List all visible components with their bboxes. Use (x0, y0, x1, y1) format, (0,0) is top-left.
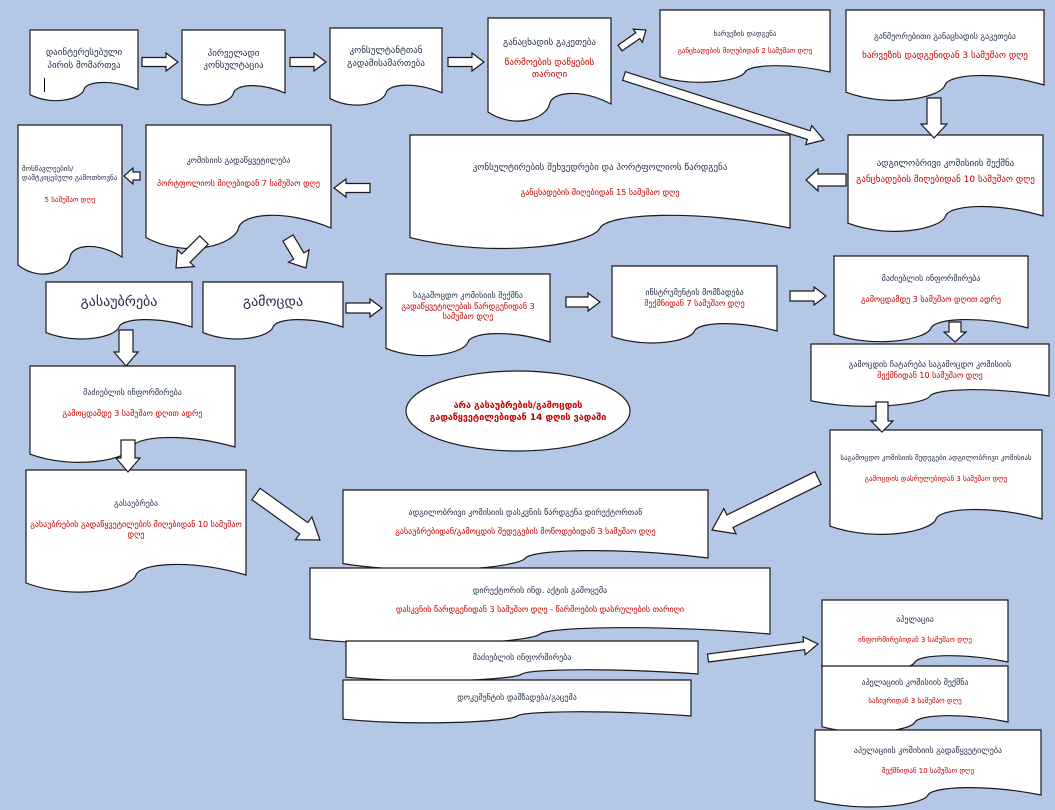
arrow-consultation-to-decision (333, 177, 371, 199)
node-appeal-commission: აპელაციის კომისიის შექმნა საჩივრიდან 3 ს… (861, 677, 969, 705)
node-applicant-request-shape (29, 29, 139, 102)
node-director-act: დირექტორის ინდ. აქტის გამოცემა დასკვნის … (395, 586, 685, 614)
node-application: განაცხადის გაკეთება წარმოების დაწყების თ… (502, 37, 597, 81)
arrow-repeat-to-commission (919, 97, 949, 139)
node-consultation-portfolio-shape (409, 134, 791, 250)
deadline-ellipse-shape (405, 370, 631, 452)
arrow-instrument-to-inform (789, 285, 827, 307)
arrow-application-to-deficiency (617, 28, 647, 52)
arrow-application-to-commission (621, 70, 826, 146)
node-commission-decision: კომისიის გადაწყვეტილება პორტფოლიოს მიღებ… (157, 156, 320, 188)
arrow-final-inform-to-appeal (706, 635, 820, 663)
node-exam-conduct: გამოცდის ჩატარება საგამოცდო კომისიის შექ… (848, 360, 1012, 380)
arrow-commission-to-consultation (805, 167, 847, 193)
node-local-commission-shape (847, 134, 1044, 232)
node-interview: გასაუბრება გასაუბრების გადაწყვეტილების მ… (30, 498, 242, 540)
node-document-issue-shape (342, 679, 692, 724)
arrow-exam-commission-to-instrument (565, 291, 601, 313)
arrow-decision-to-request (123, 166, 141, 186)
node-instrument-prep: ინსტრუმენტის მომზადება შექმნიდან 7 სამუშ… (644, 288, 745, 308)
node-conclusion-submission: ადგილობრივი კომისიის დასკვნის წარდგენა დ… (395, 508, 656, 536)
node-student-request: მოსწავლეების/დამტკიცებული გამოთხოვნა 5 ს… (22, 164, 118, 204)
arrow-conduct-to-results (869, 401, 895, 433)
node-consultation-portfolio: კონსულტირების შეხვედრები და პორტფოლიოს წ… (472, 163, 728, 198)
arrow-interview-to-inform (112, 329, 140, 367)
node-inform-exam: მაძიებლის ინფორმირება გამოცდამდე 3 სამუშ… (861, 274, 1001, 304)
node-student-request-shape (17, 124, 123, 275)
arrow-consultation-to-redirect (289, 51, 327, 73)
node-appeal-decision-shape (814, 729, 1042, 808)
deadline-ellipse: არა გასაუბრების/გამოცდის გადაწყვეტილებიდ… (429, 400, 607, 423)
node-appeal-decision: აპელაციის კომისიის გადაწყვეტილება შექმნი… (853, 745, 1003, 775)
node-repeat-application: განმეორებითი განაცხადის გაკეთება ხარვეზი… (862, 31, 1028, 62)
node-interview-choice-shape (45, 281, 193, 340)
arrow-inform-to-conduct (942, 321, 968, 343)
node-final-inform: მაძიებლის ინფორმირება (472, 652, 572, 662)
arrow-decision-to-interview (175, 234, 210, 269)
node-primary-consultation-shape (181, 29, 286, 106)
arrow-interview-to-submission (251, 487, 321, 541)
node-interview-choice: გასაუბრება (80, 293, 158, 310)
arrow-results-to-submission (711, 470, 822, 535)
node-document-issue: დოკუმენტის დამზადება/გაცემა (457, 692, 577, 702)
arrow-decision-to-exam (282, 234, 310, 269)
arrow-request-to-consultation (141, 51, 179, 73)
node-deficiency: ხარვეზის დადგენა განცხადების მიღებიდან 2… (677, 29, 813, 55)
node-exam-commission-shape (385, 273, 551, 357)
node-repeat-application-shape (845, 9, 1045, 101)
node-consultant-redirect: კონსულტანტთან გადამისამართება (347, 46, 425, 69)
text-cursor (44, 78, 45, 92)
arrow-inform-to-interview (114, 439, 142, 473)
node-consultant-redirect-shape (329, 27, 443, 106)
node-interview-shape (25, 469, 247, 593)
arrow-redirect-to-application (447, 51, 485, 73)
node-exam-conduct-shape (810, 343, 1050, 407)
node-exam-results-shape (829, 429, 1043, 535)
node-instrument-prep-shape (611, 265, 778, 344)
arrow-exam-to-exam-commission (345, 297, 383, 319)
node-exam-choice-shape (202, 281, 344, 340)
node-application-shape (487, 17, 612, 122)
node-exam-commission: საგამოცდო კომისიის შექმნა გადაწყვეტილები… (401, 290, 535, 322)
node-inform-interview: მაძიებლის ინფორმირება გამოცდამდე 3 სამუშ… (62, 388, 203, 418)
node-primary-consultation: პირველადი კონსულტაცია (203, 48, 264, 71)
node-applicant-request: დაინტერესებული პირის მომართვა (45, 48, 123, 71)
node-exam-choice: გამოცდა (242, 293, 304, 310)
node-local-commission: ადგილობრივი კომისიის შექმნა განცხადების … (856, 159, 1035, 185)
node-inform-exam-shape (833, 255, 1029, 343)
node-appeal: აპელაცია ინფორმირებიდან 3 სამუშაო დღე (858, 614, 972, 644)
node-commission-decision-shape (145, 124, 332, 250)
node-deficiency-shape (659, 9, 831, 83)
node-exam-results: საგამოცდო კომისიის შედეგები ადგილობრივი … (840, 453, 1032, 483)
